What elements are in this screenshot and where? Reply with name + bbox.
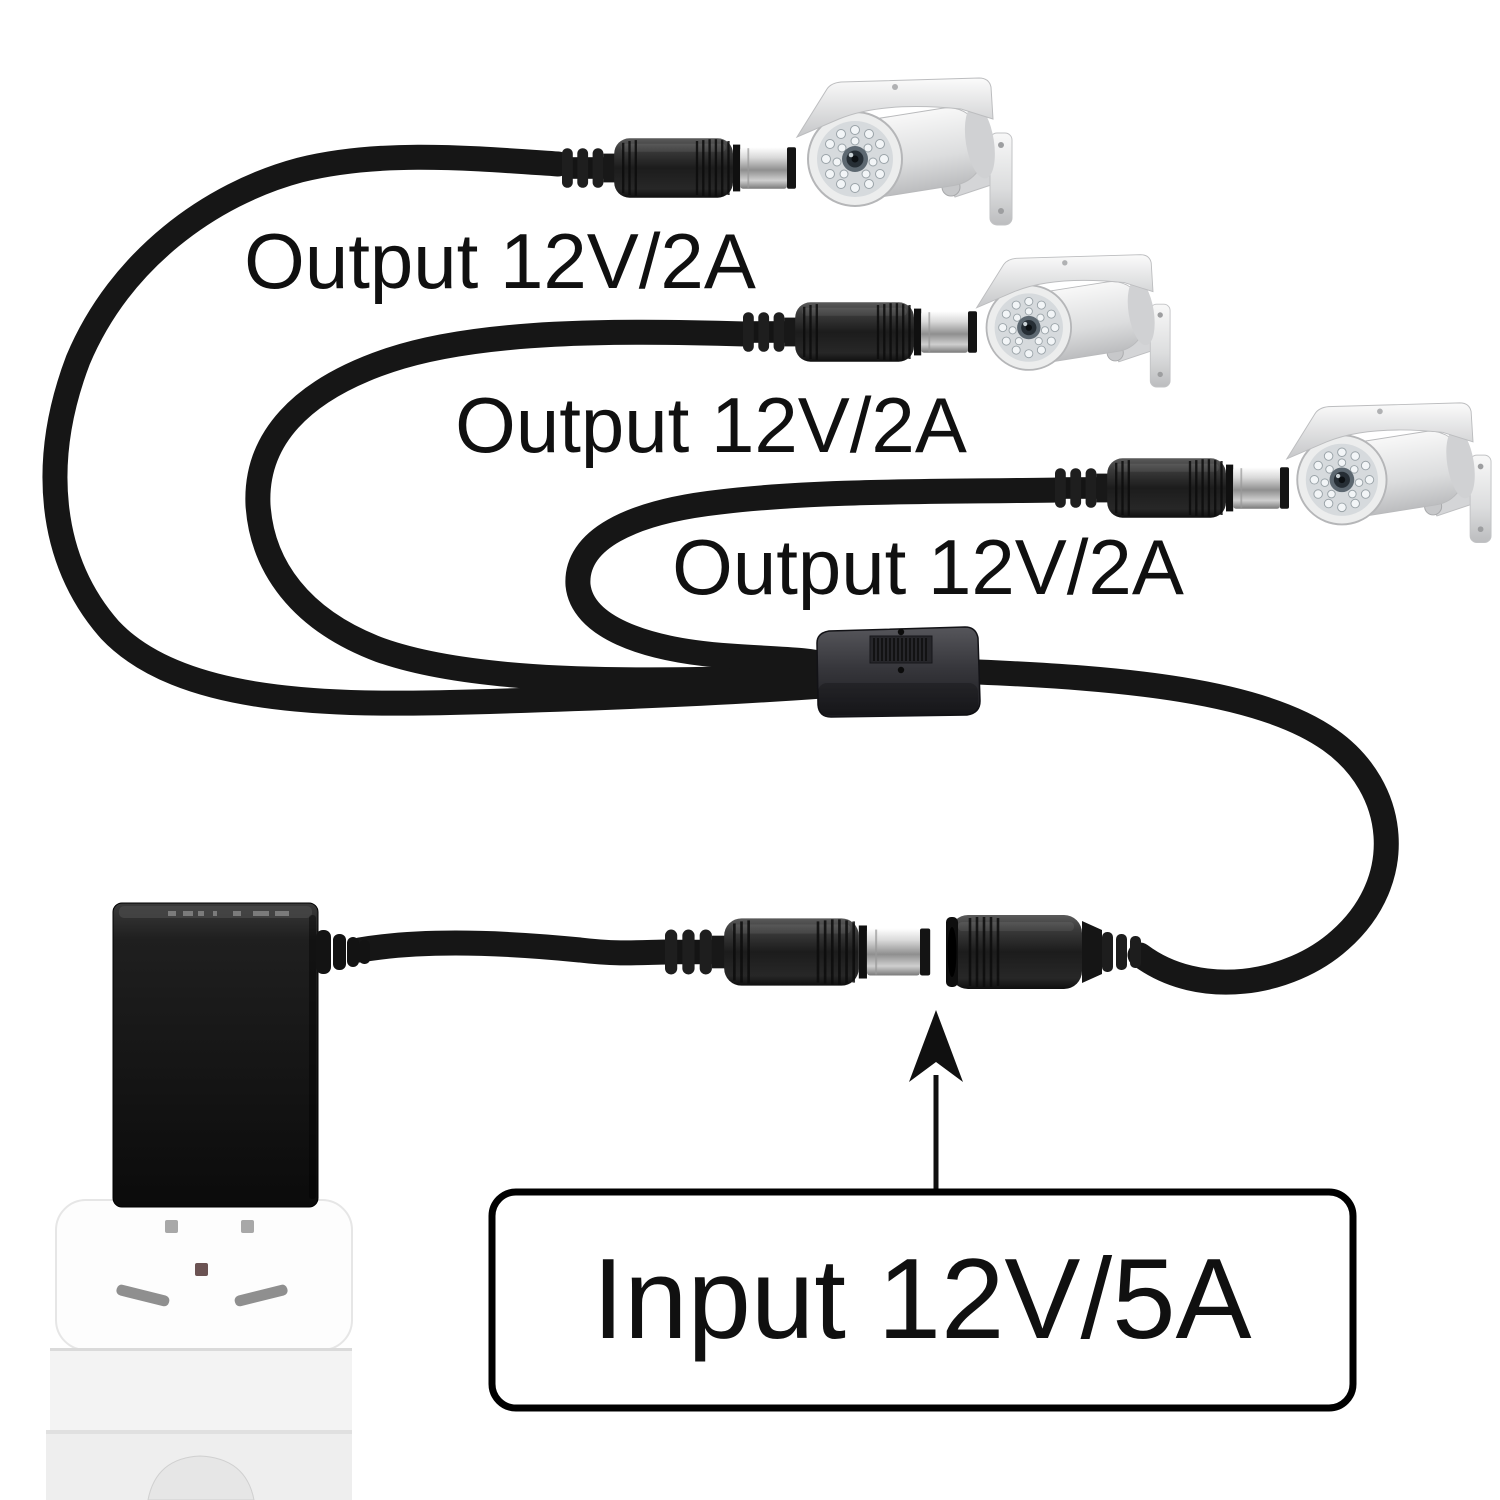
power-adapter bbox=[112, 902, 370, 1208]
output-cable-1 bbox=[42, 144, 835, 716]
security-camera-1 bbox=[796, 77, 1013, 226]
dc-female-jack bbox=[944, 913, 1143, 991]
output-label-2: Output 12V/2A bbox=[455, 381, 967, 469]
output-label-3: Output 12V/2A bbox=[672, 523, 1184, 611]
output-cable-2 bbox=[245, 319, 835, 693]
output-cable-3 bbox=[565, 477, 1070, 677]
up-arrow bbox=[909, 1010, 963, 1196]
dc-male-plug-adapter bbox=[663, 917, 932, 987]
output-label-1: Output 12V/2A bbox=[244, 217, 756, 305]
adapter-strain-relief bbox=[316, 930, 370, 974]
security-camera-3 bbox=[1285, 401, 1493, 544]
wall-socket bbox=[46, 1199, 353, 1500]
input-callout-box: Input 12V/5A bbox=[488, 1188, 1357, 1412]
security-camera-2 bbox=[975, 253, 1171, 388]
adapter-cable bbox=[347, 930, 681, 966]
input-label: Input 12V/5A bbox=[592, 1236, 1251, 1363]
dc-splitter-box bbox=[816, 626, 981, 718]
dc-male-plug-output-3 bbox=[1053, 457, 1291, 519]
dc-male-plug-output-1 bbox=[560, 137, 798, 199]
splitter-input-cable bbox=[965, 659, 1399, 995]
dc-male-plug-output-2 bbox=[741, 301, 979, 363]
